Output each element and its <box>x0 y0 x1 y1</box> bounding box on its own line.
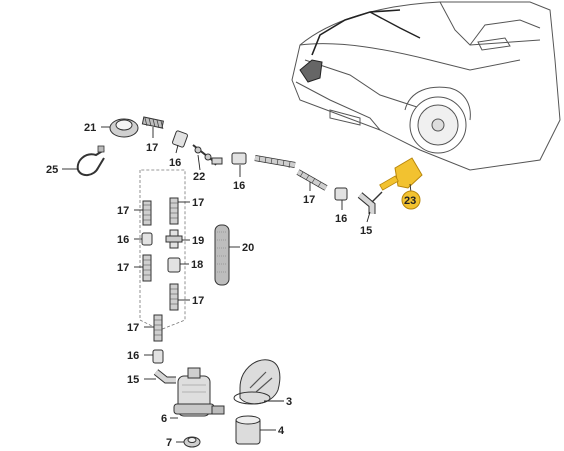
washer-nozzle-23 <box>371 157 423 203</box>
leader-lines <box>62 126 412 443</box>
filler-neck-4 <box>235 415 261 445</box>
corrugated-hose-17e <box>142 254 152 282</box>
callout-labels: 21 17 16 25 22 16 17 16 15 23 17 17 16 1… <box>46 122 421 449</box>
connector-16a <box>172 130 188 148</box>
sleeve-20 <box>214 224 230 286</box>
connector-16c <box>334 187 348 201</box>
car-front-illustration <box>291 1 561 171</box>
corrugated-hose-17b <box>296 169 328 191</box>
callout-17: 17 <box>117 262 129 274</box>
corrugated-hose-17c <box>142 200 152 226</box>
callout-15: 15 <box>360 225 372 237</box>
callout-16: 16 <box>127 350 139 362</box>
connector-16d <box>141 232 153 246</box>
connector-18 <box>167 257 181 273</box>
callout-23-badge: 23 <box>401 190 421 210</box>
callout-6: 6 <box>161 413 167 425</box>
elbow-connector-15b <box>153 369 176 384</box>
corrugated-hose-top <box>141 116 164 130</box>
t-connector-22 <box>192 144 223 166</box>
corrugated-hose-mid <box>254 155 296 169</box>
corrugated-hose-17d <box>169 197 179 225</box>
callout-17: 17 <box>192 295 204 307</box>
corrugated-hose-17g <box>153 314 163 342</box>
callout-16: 16 <box>169 157 181 169</box>
callout-3: 3 <box>286 396 292 408</box>
connector-16e <box>152 349 164 364</box>
callout-15: 15 <box>127 374 139 386</box>
grommet-7 <box>183 436 201 448</box>
callout-17: 17 <box>146 142 158 154</box>
connector-16b <box>231 152 247 165</box>
elbow-connector-15a <box>357 192 376 214</box>
filler-cap-3 <box>233 359 281 405</box>
washer-pump-6 <box>173 367 225 417</box>
callout-21: 21 <box>84 122 96 134</box>
callout-4: 4 <box>278 425 285 437</box>
callout-7: 7 <box>166 437 172 449</box>
callout-20: 20 <box>242 242 254 254</box>
callout-23: 23 <box>404 195 416 207</box>
callout-16: 16 <box>335 213 347 225</box>
callout-17: 17 <box>303 194 315 206</box>
corrugated-hose-17f <box>169 283 179 311</box>
callout-17: 17 <box>192 197 204 209</box>
callout-17: 17 <box>127 322 139 334</box>
callout-18: 18 <box>191 259 203 271</box>
hose-clamp-25 <box>76 145 105 176</box>
hose-outline-dashed <box>139 169 186 331</box>
callout-16: 16 <box>233 180 245 192</box>
callout-25: 25 <box>46 164 58 176</box>
callout-22: 22 <box>193 171 205 183</box>
callout-16: 16 <box>117 234 129 246</box>
check-valve-19 <box>165 229 183 249</box>
callout-17: 17 <box>117 205 129 217</box>
callout-19: 19 <box>192 235 204 247</box>
washer-reservoir-cap <box>109 118 139 138</box>
